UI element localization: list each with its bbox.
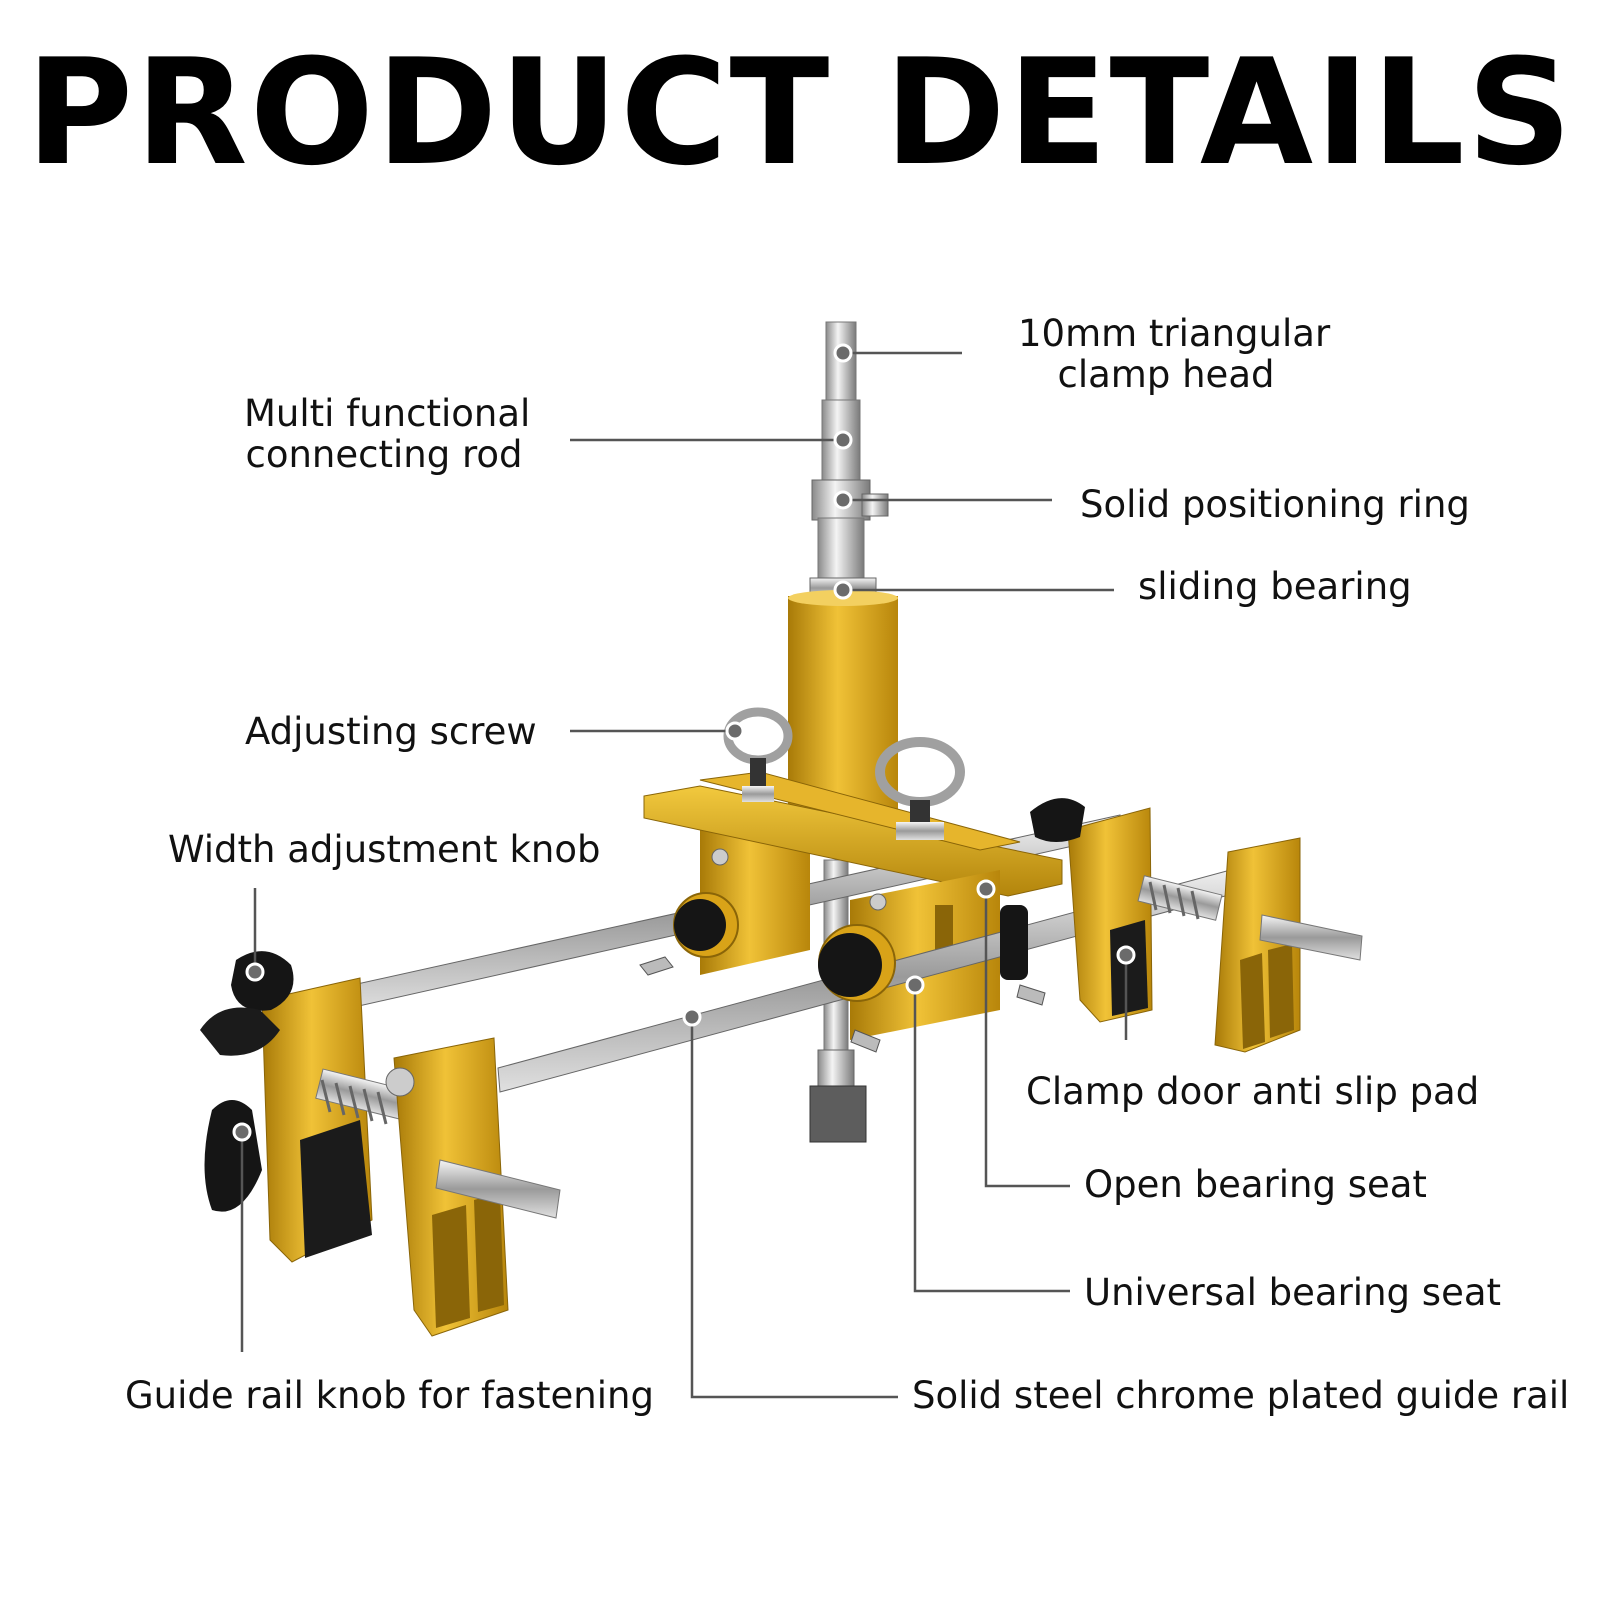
rail-bushing-center [818,924,896,1002]
label-anti-slip-pad: Clamp door anti slip pad [1026,1070,1480,1113]
dot-anti-slip-pad [1116,945,1136,965]
right-spring [1137,875,1223,921]
right-back-clamp [1030,798,1153,1023]
label-positioning-ring: Solid positioning ring [1080,483,1470,526]
width-adjustment-knob [200,951,294,1056]
callout-dots [232,343,1136,1142]
dot-connecting-rod [833,430,853,450]
label-sliding-bearing: sliding bearing [1138,565,1412,608]
dot-guide-rail [682,1007,702,1027]
label-clamp-head-line2: clamp head [1057,353,1275,396]
page-title: PRODUCT DETAILS [25,28,1575,198]
dot-clamp-head [833,343,853,363]
dot-universal-seat [905,975,925,995]
label-clamp-head: 10mm triangular clamp head [1018,312,1331,396]
label-clamp-head-line1: 10mm triangular [1018,312,1331,355]
dot-width-knob [245,962,265,982]
dot-open-seat [976,879,996,899]
label-rail-knob: Guide rail knob for fastening [125,1374,654,1417]
left-front-clamp [385,1037,561,1337]
dot-rail-knob [232,1122,252,1142]
label-adjusting-screw: Adjusting screw [245,710,537,753]
dot-sliding-bearing [833,580,853,600]
leader-lines [240,351,1128,1399]
label-universal-seat: Universal bearing seat [1084,1271,1502,1314]
wing-screws [639,956,1046,1053]
label-connecting-rod-line2: connecting rod [245,433,523,476]
rail-bushing-right [1000,905,1028,980]
label-connecting-rod-line1: Multi functional [244,392,531,435]
dot-adjusting-screw [725,721,745,741]
label-connecting-rod: Multi functional connecting rod [244,392,531,476]
right-front-clamp [1214,837,1363,1053]
label-open-seat: Open bearing seat [1084,1163,1427,1206]
left-back-clamp [261,977,373,1263]
label-guide-rail: Solid steel chrome plated guide rail [912,1374,1570,1417]
adjusting-screw-right [875,737,965,840]
label-width-knob: Width adjustment knob [168,828,601,871]
guide-rail-knob [204,1100,262,1212]
dot-positioning-ring [833,490,853,510]
